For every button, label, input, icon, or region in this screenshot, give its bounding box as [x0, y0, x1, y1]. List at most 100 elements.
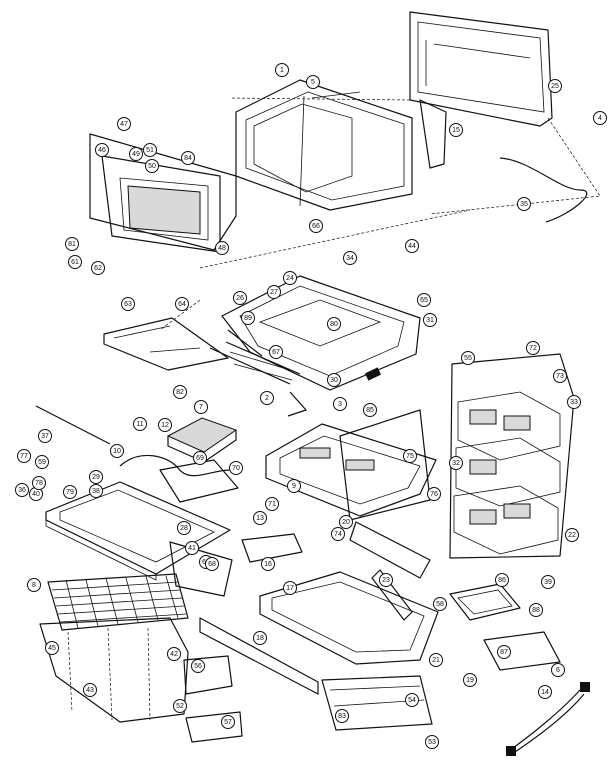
callout-circle — [65, 237, 79, 251]
callout-33: 33 — [567, 395, 581, 409]
callout-61: 61 — [68, 255, 82, 269]
callout-label: 69 — [196, 455, 204, 462]
pcb-stack — [449, 353, 575, 559]
callout-circle — [193, 451, 207, 465]
callout-circle — [38, 429, 52, 443]
callout-circle — [173, 699, 187, 713]
callout-circle — [205, 557, 219, 571]
callout-label: 55 — [464, 355, 472, 362]
bottom-cover-left — [39, 617, 189, 723]
callout-label: 32 — [452, 460, 460, 467]
callout-30: 30 — [327, 373, 341, 387]
callout-circle — [89, 484, 103, 498]
callout-circle — [463, 673, 477, 687]
callout-label: 7 — [199, 404, 203, 411]
callout-circle — [129, 147, 143, 161]
callout-11: 11 — [133, 417, 147, 431]
callout-2: 2 — [260, 391, 274, 405]
callout-label: 85 — [366, 407, 374, 414]
callout-34: 34 — [343, 251, 357, 265]
callout-circle — [191, 659, 205, 673]
callout-label: 15 — [452, 127, 460, 134]
lcd-cable — [499, 157, 588, 223]
callout-circle — [158, 418, 172, 432]
callout-circle — [541, 575, 555, 589]
callout-circle — [177, 521, 191, 535]
callout-circle — [215, 241, 229, 255]
callout-76: 76 — [427, 487, 441, 501]
callout-label: 75 — [406, 453, 414, 460]
callout-58: 58 — [433, 597, 447, 611]
callout-68: 68 — [205, 557, 219, 571]
callout-77: 77 — [17, 449, 31, 463]
callout-87: 87 — [497, 645, 511, 659]
callout-label: 63 — [124, 301, 132, 308]
callout-17: 17 — [283, 581, 297, 595]
callout-label: 86 — [498, 577, 506, 584]
callout-circle — [283, 581, 297, 595]
callout-50: 50 — [145, 159, 159, 173]
callout-label: 79 — [66, 489, 74, 496]
callout-12: 12 — [158, 418, 172, 432]
callout-75: 75 — [403, 449, 417, 463]
callout-circle — [538, 685, 552, 699]
callout-circle — [565, 528, 579, 542]
callout-circle — [433, 597, 447, 611]
callout-62: 62 — [91, 261, 105, 275]
callout-label: 52 — [176, 703, 184, 710]
callout-45: 45 — [45, 641, 59, 655]
callout-label: 53 — [428, 739, 436, 746]
callout-44: 44 — [405, 239, 419, 253]
callout-label: 58 — [436, 601, 444, 608]
callout-label: 25 — [551, 83, 559, 90]
callout-circle — [339, 515, 353, 529]
callout-circle — [417, 293, 431, 307]
callout-circle — [331, 527, 345, 541]
callout-circle — [449, 123, 463, 137]
callout-circle — [548, 79, 562, 93]
callout-label: 42 — [170, 651, 178, 658]
callout-26: 26 — [233, 291, 247, 305]
base-chassis — [199, 571, 439, 731]
callout-label: 31 — [426, 317, 434, 324]
callout-72: 72 — [526, 341, 540, 355]
callout-label: 35 — [520, 201, 528, 208]
callout-82: 82 — [173, 385, 187, 399]
callout-42: 42 — [167, 647, 181, 661]
callout-label: 14 — [541, 689, 549, 696]
speaker-cable — [119, 454, 231, 477]
callout-label: 70 — [232, 465, 240, 472]
callout-label: 34 — [346, 255, 354, 262]
callout-label: 4 — [598, 115, 602, 122]
callout-label: 36 — [18, 487, 26, 494]
callout-circle — [425, 735, 439, 749]
callout-label: 56 — [194, 663, 202, 670]
callout-70: 70 — [229, 461, 243, 475]
callout-circle — [173, 385, 187, 399]
callout-circle — [333, 397, 347, 411]
callout-19: 19 — [463, 673, 477, 687]
callout-circle — [45, 641, 59, 655]
callout-circle — [181, 151, 195, 165]
callout-53: 53 — [425, 735, 439, 749]
callout-88: 88 — [529, 603, 543, 617]
callout-circle — [110, 444, 124, 458]
callout-circle — [517, 197, 531, 211]
callout-circle — [185, 541, 199, 555]
callout-circle — [35, 455, 49, 469]
callout-circle — [260, 391, 274, 405]
callout-circle — [327, 317, 341, 331]
callout-circle — [95, 143, 109, 157]
callout-14: 14 — [538, 685, 552, 699]
callout-label: 29 — [92, 474, 100, 481]
callout-circle — [275, 63, 289, 77]
callout-label: 28 — [180, 525, 188, 532]
callout-74: 74 — [331, 527, 345, 541]
callout-32: 32 — [449, 456, 463, 470]
callout-81: 81 — [65, 237, 79, 251]
callout-circle — [551, 663, 565, 677]
callout-circle — [133, 417, 147, 431]
callout-label: 48 — [218, 245, 226, 252]
callout-25: 25 — [548, 79, 562, 93]
callout-80: 80 — [327, 317, 341, 331]
